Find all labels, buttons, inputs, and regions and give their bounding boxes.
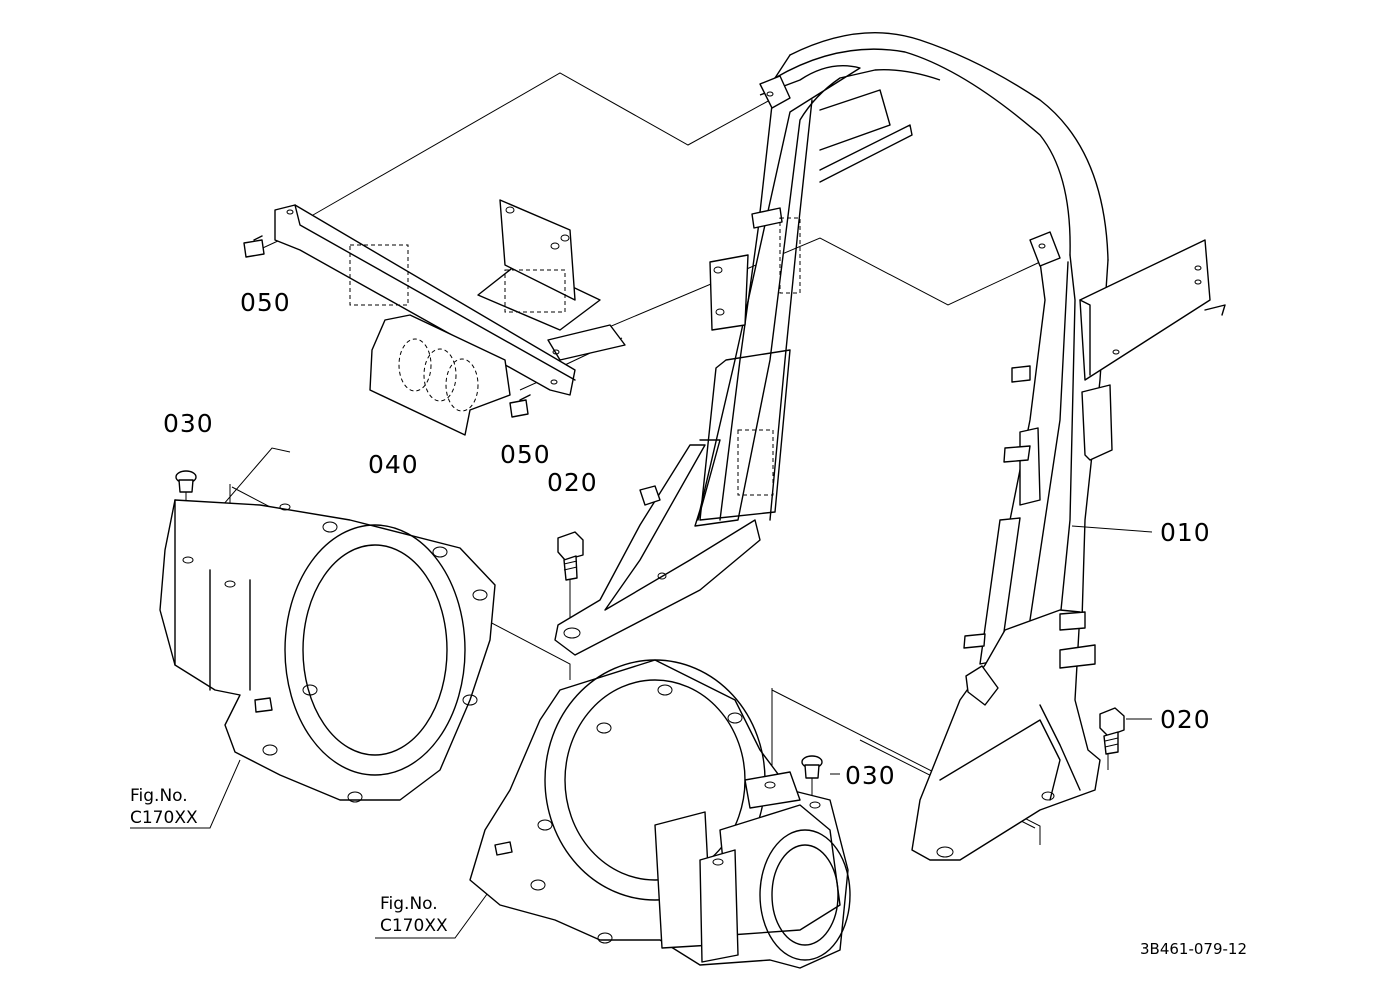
screw-030-right — [801, 755, 823, 779]
callout-010: 010 — [1160, 518, 1211, 547]
callout-040: 040 — [368, 450, 419, 479]
bolt-050-bottom — [509, 394, 531, 418]
screw-030-left — [175, 470, 197, 493]
figure-ref-bottom-line2: C170XX — [380, 916, 448, 936]
callout-050-top: 050 — [240, 288, 291, 317]
callout-020-right: 020 — [1160, 705, 1211, 734]
bolt-020-left — [557, 531, 584, 581]
drawing-code: 3B461-079-12 — [1140, 940, 1248, 958]
figure-ref-left-line1: Fig.No. — [130, 786, 188, 806]
heat-shield-part-040 — [369, 314, 511, 436]
figure-ref-left-line2: C170XX — [130, 808, 198, 828]
figure-ref-bottom-line1: Fig.No. — [380, 894, 438, 914]
bolt-020-right — [1099, 707, 1125, 755]
figure-ref-left: Fig.No. C170XX — [130, 785, 198, 829]
figure-ref-bottom: Fig.No. C170XX — [380, 893, 448, 937]
rops-frame-part-010 — [554, 32, 1226, 861]
transmission-housing-bottom — [469, 659, 851, 969]
transmission-housing-left — [159, 499, 496, 803]
callout-020-left: 020 — [547, 468, 598, 497]
bolt-050-top — [243, 235, 265, 258]
mounting-bracket-plate — [274, 199, 626, 396]
callout-030-left: 030 — [163, 409, 214, 438]
callout-030-right: 030 — [845, 761, 896, 790]
callout-050-bottom: 050 — [500, 440, 551, 469]
